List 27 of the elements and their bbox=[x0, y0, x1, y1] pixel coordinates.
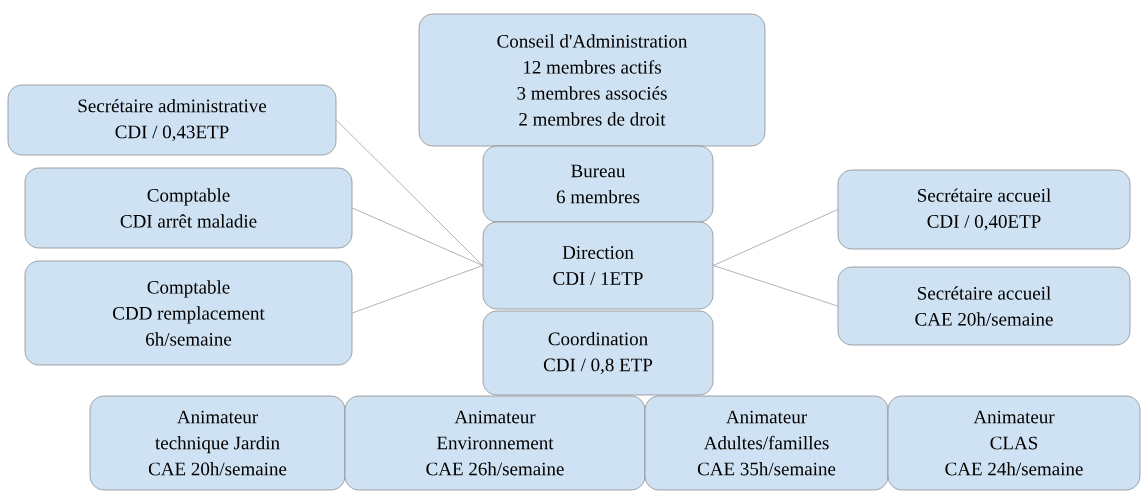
node-label: Animateur bbox=[454, 410, 536, 424]
node-label: Animateur bbox=[177, 410, 258, 424]
org-box: Comptable CDD remplacement 6h/semaine bbox=[24, 260, 353, 366]
org-box: Coordination CDI / 0,8 ETP bbox=[482, 310, 714, 396]
org-box: Conseil d'Administration 12 membres actifs 3 membres associés 2 membres de droit bbox=[418, 13, 766, 147]
node-label: CAE 20h/semaine bbox=[148, 462, 287, 476]
node-label: Adultes/familles bbox=[703, 435, 829, 450]
node-label: technique Jardin bbox=[155, 436, 280, 454]
node-label: CAE 35h/semaine bbox=[697, 462, 836, 476]
connector-line bbox=[352, 207, 483, 266]
node-label: CAE 26h/semaine bbox=[426, 462, 564, 476]
org-box: Secrétaire accueil CDI / 0,40ETP bbox=[837, 169, 1131, 250]
org-box: Secrétaire administrative CDI / 0,43ETP bbox=[7, 84, 337, 156]
org-box: Comptable CDI arrêt maladie bbox=[24, 167, 353, 249]
org-box: Animateur technique Jardin CAE 20h/semaine bbox=[89, 395, 346, 491]
org-box: Animateur CLAS CAE 24h/semaine bbox=[887, 395, 1141, 491]
org-box: Secrétaire accueil CAE 20h/semaine bbox=[837, 266, 1131, 346]
connector-line bbox=[713, 209, 838, 266]
connector-line bbox=[336, 119, 483, 266]
node-label: Environnement bbox=[436, 436, 554, 450]
org-box: Bureau 6 membres bbox=[482, 145, 714, 223]
org-box: Animateur Adultes/familles CAE 35h/semaine bbox=[644, 395, 889, 491]
node-label: Animateur bbox=[726, 410, 807, 424]
connector-line bbox=[352, 265, 483, 314]
org-box: Animateur Environnement CAE 26h/semaine bbox=[344, 395, 646, 491]
connector-line bbox=[713, 265, 838, 307]
org-box: Direction CDI / 1ETP bbox=[482, 221, 714, 310]
